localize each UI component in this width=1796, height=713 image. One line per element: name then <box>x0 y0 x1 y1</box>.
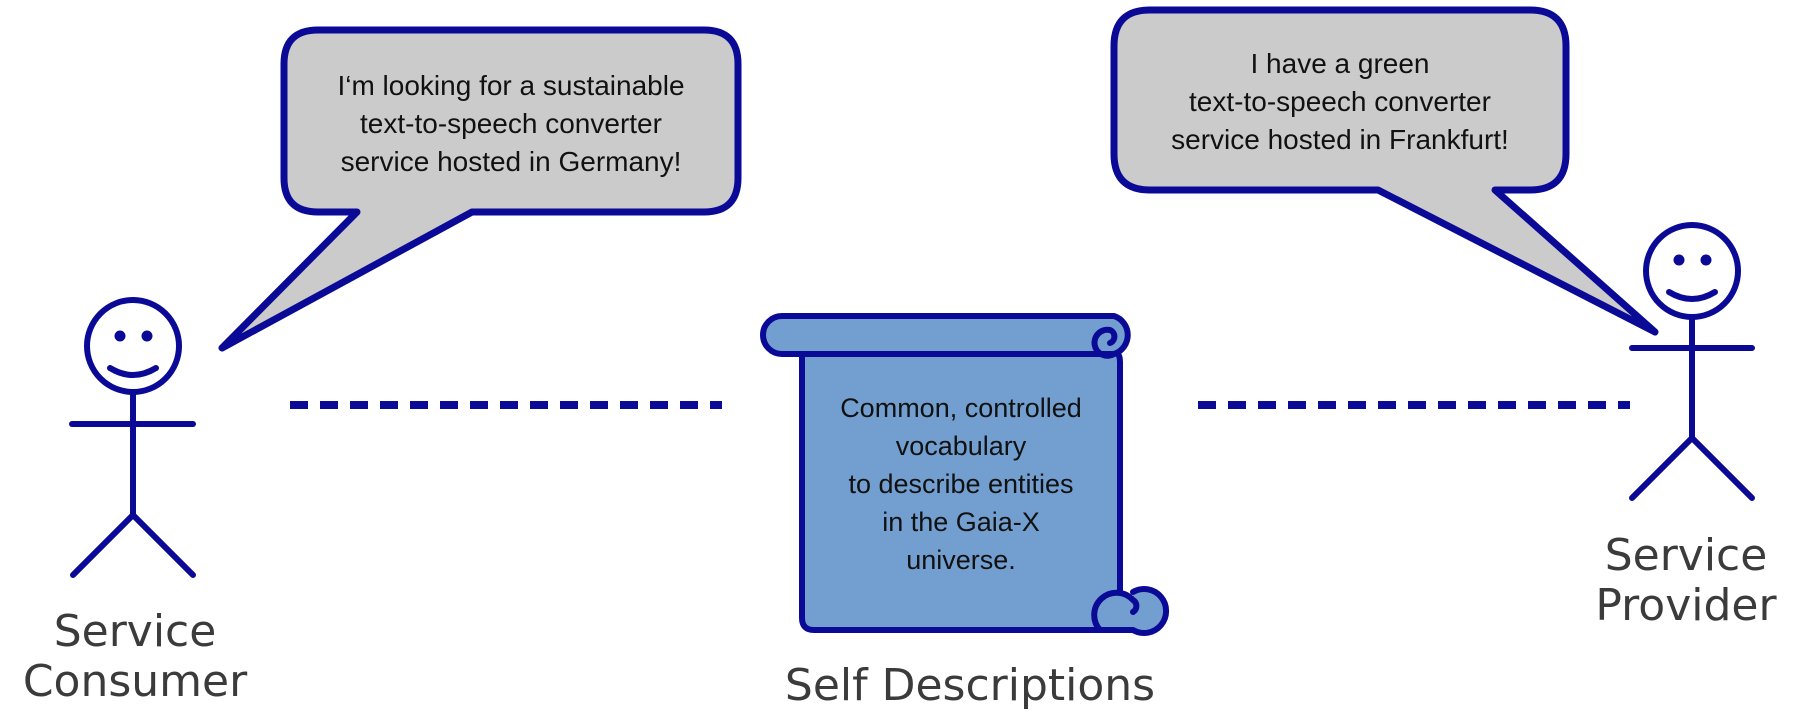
self-descriptions-text: Common, controlled vocabulary to describ… <box>806 389 1116 579</box>
consumer-speech-line: text-to-speech converter <box>360 108 662 139</box>
scroll-text-line: to describe entities <box>848 469 1074 499</box>
scroll-top-curl <box>1091 326 1118 359</box>
consumer-speech-text: I‘m looking for a sustainable text-to-sp… <box>290 67 732 181</box>
service-provider-label: Service Provider <box>1576 531 1796 631</box>
provider-head <box>1643 222 1741 320</box>
consumer-speech-line: service hosted in Germany! <box>340 146 682 177</box>
provider-leg-left <box>1629 435 1695 501</box>
scroll-text-line: universe. <box>906 545 1016 575</box>
service-consumer-label: Service Consumer <box>0 607 270 707</box>
consumer-leg-left <box>70 512 136 578</box>
scroll-top-roll <box>760 313 1131 357</box>
consumer-smile <box>107 365 159 378</box>
provider-speech-text: I have a green text-to-speech converter … <box>1120 45 1560 159</box>
consumer-leg-right <box>130 512 196 578</box>
provider-speech-line: I have a green <box>1250 48 1430 79</box>
consumer-eye-right <box>141 330 153 342</box>
consumer-head <box>84 297 182 395</box>
consumer-eye-left <box>114 330 126 342</box>
self-descriptions-label-text: Self Descriptions <box>784 660 1156 711</box>
provider-label-line: Provider <box>1595 580 1777 631</box>
consumer-figure <box>69 297 196 578</box>
provider-leg-right <box>1689 435 1755 501</box>
scroll-text-line: vocabulary <box>895 431 1027 461</box>
provider-speech-bubble <box>1110 6 1659 336</box>
scroll-text-line: in the Gaia-X <box>882 507 1040 537</box>
consumer-speech-line: I‘m looking for a sustainable <box>337 70 685 101</box>
provider-speech-line: service hosted in Frankfurt! <box>1171 124 1509 155</box>
provider-figure <box>1629 222 1755 501</box>
consumer-speech-bubble <box>218 26 742 352</box>
consumer-label-line: Service <box>53 606 217 657</box>
provider-label-line: Service <box>1604 530 1768 581</box>
scroll-bottom-curl <box>1091 586 1170 636</box>
provider-eye-right <box>1700 254 1712 266</box>
provider-smile <box>1666 289 1718 302</box>
provider-speech-line: text-to-speech converter <box>1189 86 1491 117</box>
provider-eye-left <box>1673 254 1685 266</box>
consumer-label-line: Consumer <box>22 656 248 707</box>
self-descriptions-scroll <box>760 313 1170 636</box>
self-descriptions-label: Self Descriptions <box>730 661 1210 711</box>
scroll-text-line: Common, controlled <box>840 393 1082 423</box>
